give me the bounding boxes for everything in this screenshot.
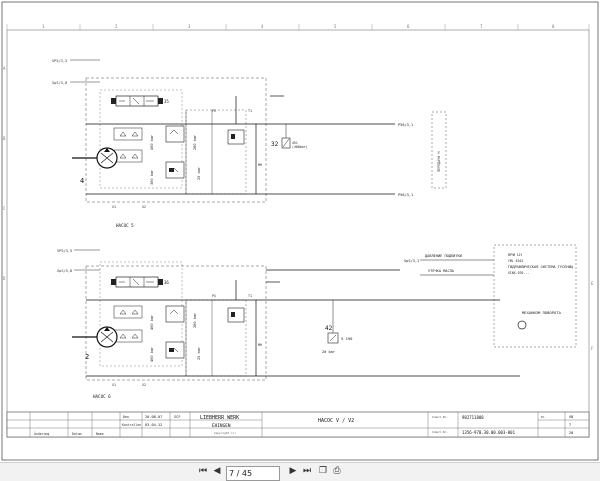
upper-pressure-label: 25 bar bbox=[197, 166, 201, 180]
upper-ps-label: PS bbox=[212, 109, 216, 113]
right-ref-label: SpS/3,1 bbox=[404, 259, 419, 263]
tb-drawing-title: HACOC V / V2 bbox=[318, 418, 354, 424]
tb-copyright: Copyright (c) bbox=[214, 431, 236, 435]
upper-circuit: SP5/3,3 SpS/3,8 35 400 bar 300 b bbox=[52, 59, 447, 228]
next-page-icon[interactable]: ▶ bbox=[289, 466, 297, 476]
upper-sensor-value: 451(400bar) bbox=[292, 141, 307, 149]
tb-date: 03.04.12 bbox=[145, 423, 162, 427]
upper-port-label: SP5/3,3 bbox=[52, 59, 67, 63]
lower-t1-label: T1 bbox=[248, 294, 252, 298]
lower-unit-label: HACOC 6 bbox=[93, 394, 111, 399]
copy-icon[interactable]: ❐ bbox=[318, 466, 328, 476]
tb-version: V8 bbox=[569, 415, 573, 419]
row-letter: F bbox=[591, 346, 594, 351]
col-number: 6 bbox=[407, 24, 410, 29]
right-block: ДАВЛЕНИЕ ПОДПИТКИ УТЕЧКА МАСЛА SpS/3,1 П… bbox=[404, 244, 577, 348]
tb-name: SCF bbox=[174, 415, 181, 419]
tb-ident-label: Ident-Nr. bbox=[432, 430, 448, 434]
upper-right-box bbox=[431, 111, 447, 189]
lower-ps-label: PS bbox=[212, 294, 216, 298]
prev-page-icon[interactable]: ◀ bbox=[213, 466, 221, 476]
tb-date: 20.08.07 bbox=[145, 415, 162, 419]
schematic-sheet: 1 2 3 4 5 6 7 8 A B C D E F SP5/3,3 SpS/… bbox=[1, 1, 599, 461]
track-box-line: CML 6101 bbox=[508, 259, 523, 263]
row-letter: E bbox=[591, 281, 594, 286]
upper-pressure-label: 280 bar bbox=[193, 134, 197, 150]
upper-output-label: P56/3,1 bbox=[398, 123, 413, 127]
lower-pressure-label: 36 bbox=[164, 280, 169, 285]
upper-x2-label: X2 bbox=[142, 205, 146, 209]
upper-unit-label: HACOC 5 bbox=[116, 223, 134, 228]
mechanism-label: МЕХАНИЗМ ПОВОРОТА bbox=[522, 310, 562, 315]
upper-right-box-label: ПЕРЕДАЧИ Н bbox=[437, 152, 441, 172]
row-letter: B bbox=[3, 136, 6, 141]
upper-output-label: P56/3,1 bbox=[398, 193, 413, 197]
lower-valve-id: 42 bbox=[325, 325, 333, 332]
row-letter: A bbox=[3, 66, 6, 71]
lower-valve-value: 5 190 bbox=[341, 336, 353, 341]
row-letter: C bbox=[3, 206, 6, 211]
col-number: 3 bbox=[188, 24, 191, 29]
right-line-label: ДАВЛЕНИЕ ПОДПИТКИ bbox=[425, 254, 462, 258]
col-number: 4 bbox=[261, 24, 264, 29]
upper-t1-label: T1 bbox=[248, 109, 252, 113]
tb-col-header: Änderung bbox=[34, 431, 49, 436]
col-number: 2 bbox=[115, 24, 118, 29]
lower-valve-pressure: 20 bar bbox=[322, 350, 336, 354]
col-number: 8 bbox=[552, 24, 555, 29]
tb-sheet-num: 7 bbox=[569, 423, 571, 427]
upper-sensor-id: 32 bbox=[271, 141, 279, 148]
upper-pressure-label: 300 bar bbox=[150, 169, 154, 185]
col-number: 7 bbox=[480, 24, 483, 29]
tb-row-label: Bea bbox=[123, 415, 129, 419]
lower-port-label: SpS/5,8 bbox=[57, 269, 72, 273]
tb-sheet-of: 20 bbox=[569, 431, 573, 435]
page-navigation-toolbar: ⏮ ◀ ▶ ⏭ ❐ ⎙ bbox=[0, 462, 600, 481]
upper-mh-label: MH bbox=[258, 163, 262, 167]
upper-x1-label: X1 bbox=[112, 205, 116, 209]
tb-col-header: Name bbox=[96, 432, 104, 436]
track-box-line: SINX-070... bbox=[508, 271, 529, 275]
right-line-label: УТЕЧКА МАСЛА bbox=[428, 269, 455, 273]
tb-company: LIEBHERR WERK bbox=[200, 415, 239, 421]
col-number: 1 bbox=[42, 24, 45, 29]
swing-motor-icon bbox=[517, 320, 527, 330]
lower-x2-label: X2 bbox=[142, 383, 146, 387]
lower-mh-label: MH bbox=[258, 343, 262, 347]
col-number: 5 bbox=[334, 24, 337, 29]
tb-ident-value: 982711888 bbox=[462, 415, 484, 420]
lower-pressure-label: 400 bar bbox=[150, 314, 154, 330]
row-letter: D bbox=[3, 276, 6, 281]
upper-pump-enclosure bbox=[85, 77, 267, 203]
lower-pressure-label: 400 bar bbox=[150, 346, 154, 362]
lower-x1-label: X1 bbox=[112, 383, 116, 387]
column-ruler bbox=[6, 24, 590, 30]
print-icon[interactable]: ⎙ bbox=[333, 466, 341, 476]
title-block: Änderung Datum Name Bea Kontrollen 20.08… bbox=[6, 411, 590, 438]
lower-pump-enclosure bbox=[85, 265, 267, 381]
track-box-line: ГИДРАВЛИЧЕСКАЯ СИСТЕМА ГУСЕНИЦ bbox=[508, 265, 574, 269]
sheet-frame bbox=[1, 1, 599, 461]
lower-port-label: SP5/3,5 bbox=[57, 249, 72, 253]
page-number-input[interactable] bbox=[226, 466, 280, 481]
tb-company-city: EHINGEN bbox=[212, 423, 231, 429]
upper-pressure-label: 400 bar bbox=[150, 134, 154, 150]
tb-ident-label: Ident-Nr. bbox=[432, 415, 448, 419]
upper-pressure-label: 35 bbox=[164, 99, 169, 104]
upper-pump-number: 4 bbox=[80, 177, 84, 185]
track-box-title: ПРИ LH bbox=[508, 252, 522, 257]
upper-port-label: SpS/3,8 bbox=[52, 81, 67, 85]
tb-sheet-label: Bl. bbox=[541, 415, 547, 419]
lower-pressure-label: 280 bar bbox=[193, 312, 197, 328]
lower-circuit: SP5/3,5 SpS/5,8 36 400 bar 400 bar bbox=[57, 249, 520, 399]
lower-pressure-label: 25 bar bbox=[197, 346, 201, 360]
tb-col-header: Datum bbox=[72, 432, 82, 436]
lower-pump-number: 2 bbox=[85, 353, 89, 361]
tb-row-label: Kontrollen bbox=[122, 423, 141, 427]
last-page-icon[interactable]: ⏭ bbox=[302, 466, 312, 476]
track-system-box bbox=[493, 244, 577, 348]
tb-ident-value: 1356-970.30.00.003-001 bbox=[462, 430, 516, 435]
first-page-icon[interactable]: ⏮ bbox=[198, 466, 208, 476]
